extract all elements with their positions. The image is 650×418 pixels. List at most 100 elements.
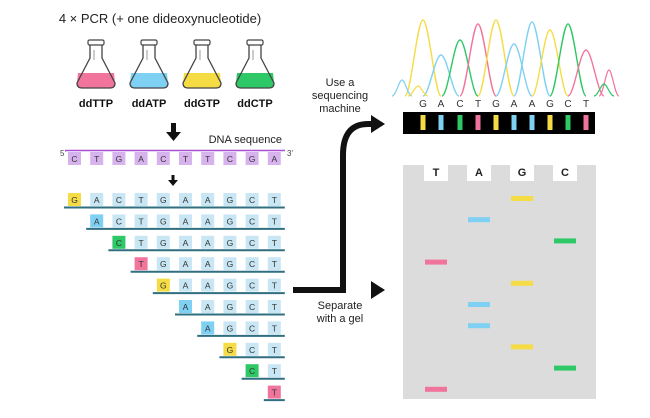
fragment-base-cell <box>245 342 259 356</box>
fragment-base-cell <box>223 235 237 249</box>
chromatogram-peak <box>531 29 569 97</box>
sequencer-signal <box>529 115 535 130</box>
sequencer-signal <box>438 115 444 130</box>
template-base: C <box>160 154 166 164</box>
flask-liquid <box>183 73 221 88</box>
template-base-cell <box>179 152 192 165</box>
fragment-base: T <box>272 345 277 355</box>
flask-rim <box>193 39 211 46</box>
template-base: A <box>138 154 144 164</box>
fragment-base: C <box>249 259 255 269</box>
terminator-base-cell <box>245 364 259 378</box>
terminator-base-cell <box>134 257 148 271</box>
fragment-base: G <box>160 259 167 269</box>
gel-band <box>425 259 447 265</box>
arrow-right-icon <box>371 115 385 133</box>
arrow-right-icon <box>371 281 385 299</box>
fragment-base: C <box>249 323 255 333</box>
fragment-base-cell <box>267 364 281 378</box>
fragment-base: G <box>227 216 234 226</box>
down-arrow-icon <box>166 123 181 141</box>
flask-label: ddTTP <box>79 98 113 110</box>
label-line: machine <box>319 103 361 115</box>
read-base: T <box>583 99 589 110</box>
sequencer-signal <box>457 115 463 130</box>
flask-ddttp: ddTTP <box>76 39 116 110</box>
template-base: T <box>94 154 99 164</box>
fragment-base: A <box>205 195 211 205</box>
template-base-cell <box>267 152 281 165</box>
template-base: C <box>71 154 77 164</box>
fragment-base-cell <box>179 278 192 292</box>
fragment-base-cell <box>267 257 281 271</box>
fragment-base: G <box>227 195 234 205</box>
sequencer-signal <box>583 115 589 130</box>
flask-ddatp: ddATP <box>129 39 169 110</box>
fragment-base: C <box>249 238 255 248</box>
flask-ddgtp: ddGTP <box>182 39 222 110</box>
flask-rim <box>140 39 158 46</box>
fragment-base-cell <box>245 193 259 206</box>
fragment-base: G <box>227 345 234 355</box>
flask-rim <box>246 39 264 46</box>
template-base-cell <box>245 152 259 165</box>
read-base: C <box>456 99 463 110</box>
fragment-base-cell <box>156 235 170 249</box>
chromatogram-minor-peak <box>593 83 615 97</box>
terminator-base-cell <box>267 385 281 399</box>
fragment-base: T <box>272 388 277 398</box>
gel-lane-label: A <box>475 167 483 179</box>
three-prime-end-label: 3' <box>287 149 293 158</box>
label-line: sequencing <box>312 90 368 102</box>
template-base: C <box>227 154 233 164</box>
chromatogram-peak <box>459 23 497 97</box>
fragment-base-cell <box>90 193 104 206</box>
fragment-base: T <box>138 259 143 269</box>
fragment-base: C <box>249 216 255 226</box>
gel-lane-label: C <box>561 167 569 179</box>
gel-lane-label: T <box>433 167 440 179</box>
terminator-base-cell <box>201 321 215 335</box>
label-line: Use a <box>326 77 356 89</box>
label-line: with a gel <box>316 313 363 325</box>
gel-band <box>425 386 447 392</box>
fragment-base-cell <box>223 214 237 228</box>
fragment-base: T <box>272 238 277 248</box>
read-base: A <box>438 99 445 110</box>
gel-band <box>468 302 490 307</box>
fragment-base-cell <box>179 193 192 206</box>
fragment-base-cell <box>201 214 215 228</box>
chromatogram-peak <box>567 49 605 97</box>
fragment-base: C <box>249 195 255 205</box>
fragment-base: T <box>272 195 277 205</box>
flask-label: ddGTP <box>184 98 220 110</box>
template-base-cell <box>201 152 215 165</box>
sequencer-signal <box>493 115 499 130</box>
read-base: T <box>475 99 481 110</box>
fragment-base: C <box>249 366 255 376</box>
sequencer-signal <box>420 115 426 130</box>
terminator-base-cell <box>223 342 237 356</box>
gel-band <box>468 217 490 223</box>
gel-body <box>403 165 596 399</box>
read-base: C <box>564 99 571 110</box>
fragment-base-cell <box>223 257 237 271</box>
template-base-cell <box>68 152 81 165</box>
fragment-base: A <box>205 323 211 333</box>
fragment-base-cell <box>179 257 192 271</box>
fragment-row: T <box>263 385 285 402</box>
fragment-base: A <box>205 238 211 248</box>
fragment-base: A <box>183 302 189 312</box>
template-base: G <box>116 154 123 164</box>
fragment-base-cell <box>201 300 215 313</box>
fragment-base: T <box>272 259 277 269</box>
fragment-base-cell <box>201 278 215 292</box>
fragment-base-cell <box>223 321 237 335</box>
fragment-base: T <box>272 366 277 376</box>
